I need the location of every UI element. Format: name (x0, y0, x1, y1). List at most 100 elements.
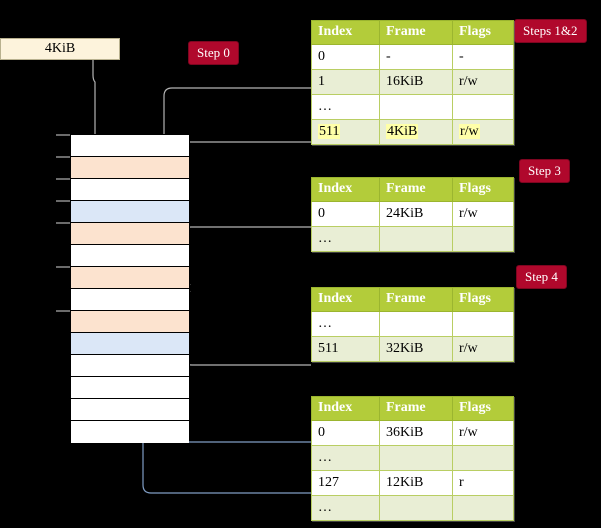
table-cell-flags (452, 226, 514, 252)
table-cell-frame: 4KiB (379, 119, 453, 145)
table-cell-flags (452, 94, 514, 120)
table-cell-frame (379, 226, 453, 252)
table-cell-frame (379, 94, 453, 120)
memory-frame-row (71, 157, 189, 179)
table-cell-frame: 36KiB (379, 420, 453, 446)
badge-step-3: Step 3 (519, 159, 570, 183)
table-cell-flags (452, 311, 514, 337)
table-cell-index: 511 (311, 336, 380, 362)
table-cell-flags: r (452, 470, 514, 496)
table-cell-frame: 12KiB (379, 470, 453, 496)
memory-tick (56, 200, 70, 202)
table-cell-index: … (311, 445, 380, 471)
table-row: … (311, 94, 514, 120)
memory-frame-row (71, 377, 189, 399)
badge-steps-1-2: Steps 1&2 (514, 19, 587, 43)
memory-frame-row (71, 245, 189, 267)
badge-step-4: Step 4 (516, 265, 567, 289)
column-header-frame: Frame (379, 177, 453, 202)
table-cell-index: 0 (311, 44, 380, 70)
wire-l3-row0 (183, 226, 311, 262)
column-header-index: Index (311, 396, 380, 421)
column-header-index: Index (311, 20, 380, 45)
wire-l4-row511 (175, 141, 311, 151)
memory-tick (56, 178, 70, 180)
table-cell-index: 1 (311, 69, 380, 95)
column-header-flags: Flags (452, 20, 514, 45)
table-cell-flags: r/w (452, 420, 514, 446)
memory-tick (56, 134, 70, 136)
memory-tick (56, 310, 70, 312)
column-header-frame: Frame (379, 20, 453, 45)
table-cell-index: 0 (311, 201, 380, 227)
table-cell-frame (379, 311, 453, 337)
table-cell-index: … (311, 226, 380, 252)
table-cell-frame (379, 445, 453, 471)
column-header-frame: Frame (379, 287, 453, 312)
column-header-flags: Flags (452, 177, 514, 202)
table-cell-flags: r/w (452, 336, 514, 362)
memory-frame-row (71, 135, 189, 157)
column-header-index: Index (311, 177, 380, 202)
memory-frame-row (71, 355, 189, 377)
table-row: … (311, 311, 514, 337)
memory-frame-row (71, 333, 189, 355)
memory-frame-row (71, 311, 189, 333)
table-cell-flags: - (452, 44, 514, 70)
column-header-frame: Frame (379, 396, 453, 421)
table-cell-index: 0 (311, 420, 380, 446)
table-cell-frame: - (379, 44, 453, 70)
badge-step-0: Step 0 (188, 41, 239, 65)
column-header-flags: Flags (452, 287, 514, 312)
table-cell-flags: r/w (452, 201, 514, 227)
table-row: … (311, 226, 514, 252)
table-cell-frame: 16KiB (379, 69, 453, 95)
table-cell-flags: r/w (452, 119, 514, 145)
table-row: … (311, 445, 514, 471)
table-cell-index: 127 (311, 470, 380, 496)
memory-frame-row (71, 289, 189, 311)
table-cell-flags: r/w (452, 69, 514, 95)
table-cell-frame: 32KiB (379, 336, 453, 362)
memory-frame-row (71, 421, 189, 443)
memory-tick-marks (56, 134, 70, 414)
table-row: … (311, 495, 514, 521)
memory-tick (56, 156, 70, 158)
table-cell-frame: 24KiB (379, 201, 453, 227)
table-cell-index: … (311, 94, 380, 120)
source-frame-box: 4KiB (0, 38, 120, 60)
table-cell-flags (452, 495, 514, 521)
memory-frame-row (71, 267, 189, 289)
memory-tick (56, 222, 70, 224)
column-header-index: Index (311, 287, 380, 312)
table-cell-index: … (311, 311, 380, 337)
table-cell-flags (452, 445, 514, 471)
memory-frame-row (71, 179, 189, 201)
table-row: 0-- (311, 44, 514, 70)
memory-tick (56, 266, 70, 268)
physical-memory-column (70, 134, 190, 443)
source-frame-label: 4KiB (44, 41, 76, 56)
wire-l2-row511 (181, 312, 311, 366)
memory-frame-row (71, 399, 189, 421)
memory-frame-row (71, 201, 189, 223)
memory-frame-row (71, 223, 189, 245)
table-cell-index: 511 (311, 119, 380, 145)
table-cell-index: … (311, 495, 380, 521)
table-cell-frame (379, 495, 453, 521)
